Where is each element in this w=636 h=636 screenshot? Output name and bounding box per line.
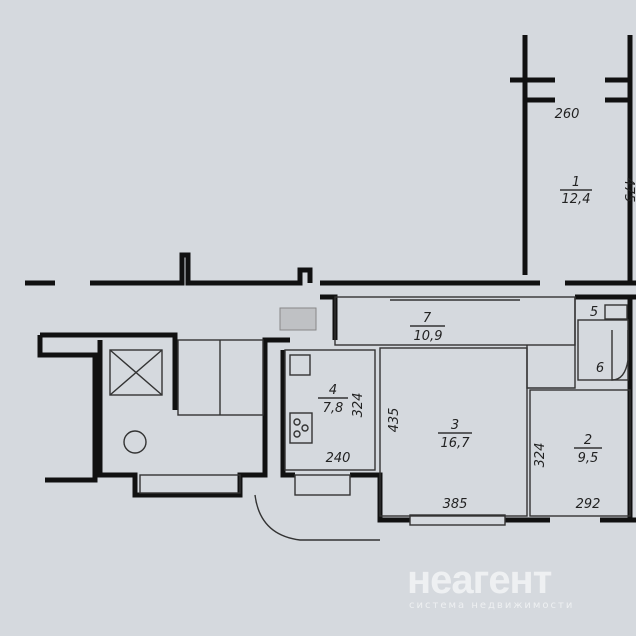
watermark-tagline: система недвижимости: [409, 600, 574, 611]
room-1-width: 260: [555, 107, 580, 122]
room-1-area: 12,4: [562, 192, 591, 207]
watermark-brand: неагент: [407, 558, 552, 602]
room-4-width: 240: [326, 451, 351, 466]
room-4-length: 324: [351, 393, 366, 418]
room-3-width: 385: [443, 497, 468, 512]
room-2-number: 2: [584, 433, 592, 448]
room-3-length: 435: [387, 408, 402, 433]
interior-walls: [139, 296, 631, 541]
room-1-length: 475: [621, 178, 636, 203]
dimension-labels: 260 475 240 324 385 435 292 324: [326, 107, 636, 512]
room-2-width: 292: [576, 497, 601, 512]
room-1-number: 1: [572, 175, 580, 190]
radiator: [279, 307, 317, 331]
walls: [25, 35, 636, 523]
room-2-length: 324: [533, 443, 548, 468]
room-7-area: 10,9: [414, 329, 443, 344]
room-7-number: 7: [423, 311, 432, 326]
room-5-number: 5: [590, 305, 598, 320]
room-2-area: 9,5: [578, 451, 599, 466]
room-4-number: 4: [329, 383, 337, 398]
room-3-number: 3: [451, 418, 459, 433]
room-labels: 1 12,4 2 9,5 3 16,7 4 7,8 5 6 7 10,9: [318, 175, 604, 466]
room-4-area: 7,8: [323, 401, 344, 416]
room-3-area: 16,7: [441, 436, 471, 451]
room-6-number: 6: [596, 361, 604, 376]
watermark: неагент система недвижимости: [407, 558, 574, 611]
